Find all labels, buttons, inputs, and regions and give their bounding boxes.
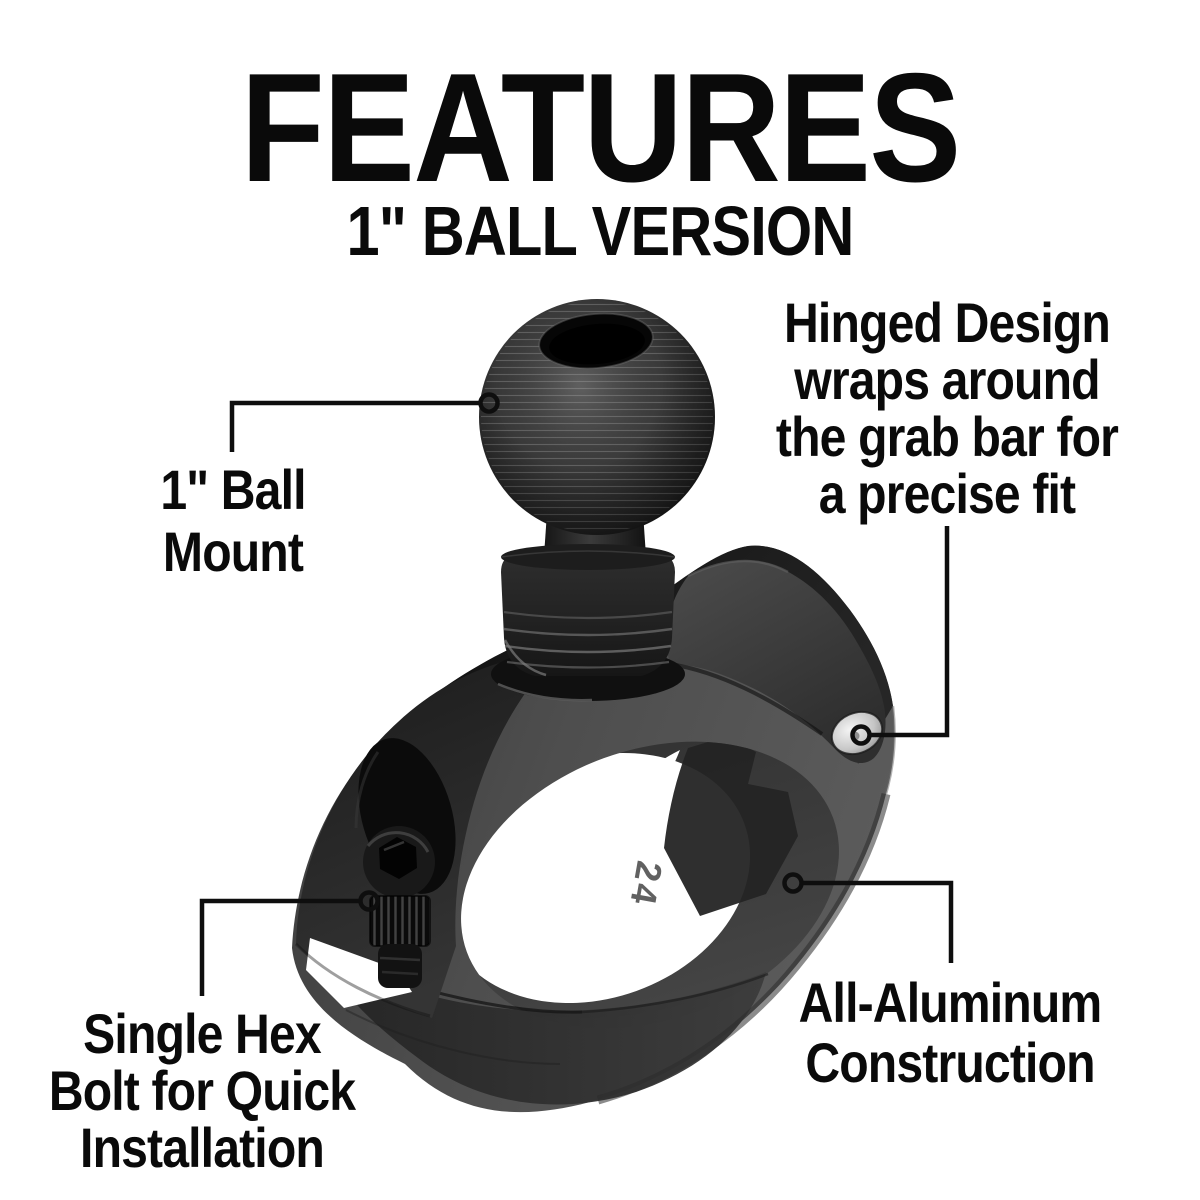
callout-line-aluminum [802, 880, 954, 963]
label-line: a precise fit [818, 462, 1076, 525]
label-line: Single Hex [83, 1002, 322, 1065]
callout-marker-hinged-design [850, 724, 872, 746]
ball-mount-graphic [479, 299, 715, 702]
clamp-jaw-graphic [324, 956, 766, 1105]
hinge-pin-graphic [830, 710, 884, 756]
threaded-collar-graphic [500, 544, 676, 677]
label-line: Bolt for Quick [48, 1059, 356, 1122]
callout-marker-aluminum [782, 872, 804, 894]
callout-leaders [199, 392, 954, 996]
label-aluminum: All-Aluminum Construction [692, 973, 1200, 1093]
callout-line-hinged-design [870, 526, 950, 738]
label-ball-mount: 1" Ball Mount [0, 459, 491, 583]
callout-line-hex-bolt [199, 898, 360, 996]
label-hinged-design: Hinged Design wraps around the grab bar … [689, 294, 1200, 522]
engraving-text: 24 [622, 858, 670, 910]
label-line: the grab bar for [775, 405, 1119, 468]
page-title: FEATURES [240, 41, 962, 214]
label-line: Mount [162, 520, 304, 583]
callout-line-ball-mount [229, 400, 481, 452]
callout-marker-ball-mount [478, 392, 500, 414]
callout-marker-hex-bolt [358, 890, 380, 912]
label-line: Construction [805, 1031, 1095, 1094]
hex-bolt-graphic [363, 826, 435, 988]
label-line: 1" Ball [160, 458, 306, 521]
label-line: Installation [80, 1116, 325, 1179]
label-line: wraps around [794, 348, 1100, 411]
page-subtitle: 1" BALL VERSION [346, 192, 855, 270]
ball-graphic [479, 299, 715, 535]
hinged-arm-graphic [666, 560, 886, 764]
label-line: All-Aluminum [798, 971, 1103, 1034]
label-hex-bolt: Single Hex Bolt for Quick Installation [0, 1005, 460, 1176]
label-line: Hinged Design [784, 291, 1111, 354]
